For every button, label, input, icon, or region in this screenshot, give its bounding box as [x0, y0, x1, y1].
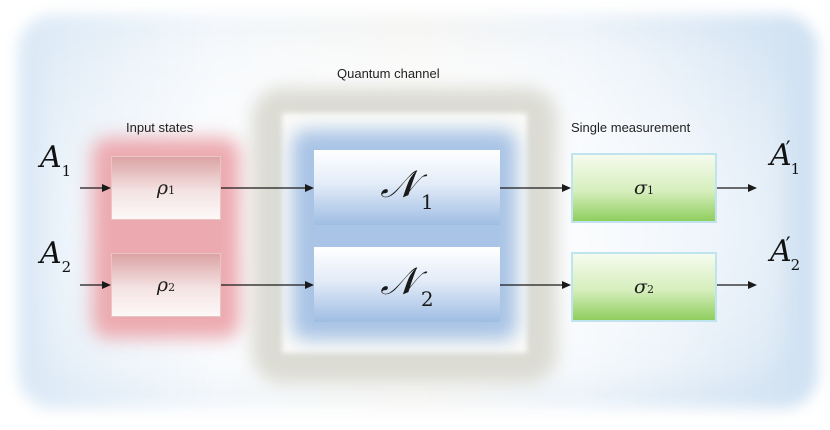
- state-to-channel-arrow-2: [221, 281, 314, 289]
- state-to-channel-arrow-1: [221, 184, 314, 192]
- input-states-label: Input states: [126, 120, 194, 135]
- single-measurement-label: Single measurement: [571, 120, 691, 135]
- input-arrow-1: [80, 184, 111, 192]
- channel-to-measurement-arrow-2: [500, 281, 571, 289]
- output-label-a1-prime: A′1: [770, 138, 801, 178]
- quantum-channel-label: Quantum channel: [337, 66, 440, 81]
- output-label-a2-prime: A′2: [770, 234, 801, 274]
- input-state-box-1: ρ1: [111, 156, 221, 220]
- sigma-2-symbol: σ2: [634, 276, 654, 298]
- rho-2-symbol: ρ2: [156, 274, 176, 296]
- measurement-box-2: σ2: [571, 252, 717, 322]
- sigma-1-symbol: σ1: [634, 177, 654, 199]
- input-label-a1: A1: [40, 140, 72, 180]
- input-label-a2: A2: [40, 236, 72, 276]
- output-arrow-2: [717, 281, 757, 289]
- rho-1-symbol: ρ1: [156, 177, 176, 199]
- input-state-box-2: ρ2: [111, 253, 221, 317]
- output-arrow-1: [717, 184, 757, 192]
- input-arrow-2: [80, 281, 111, 289]
- channel-to-measurement-arrow-1: [500, 184, 571, 192]
- measurement-box-1: σ1: [571, 153, 717, 223]
